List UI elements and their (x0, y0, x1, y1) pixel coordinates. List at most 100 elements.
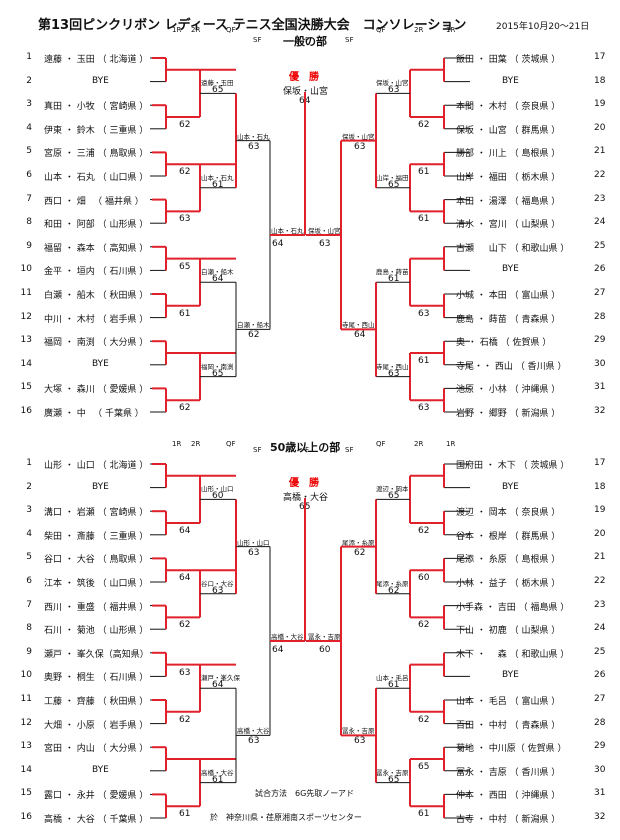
r2-winner-right: 尾添・糸原 (376, 579, 409, 588)
r2-score-left: 61 (212, 179, 224, 190)
r1-score-left: 61 (179, 809, 191, 820)
sf-score-left: 64 (272, 239, 284, 249)
player-right: 木下 ・ 森 （ 和歌山県 ） (456, 649, 570, 660)
seed-number-right: 17 (594, 52, 606, 62)
seed-number-left: 4 (26, 528, 32, 539)
venue: 於 神奈川県・荏原湘南スポーツセンター (210, 813, 362, 822)
seed-number-left: 8 (26, 217, 32, 228)
seed-number-left: 3 (26, 99, 32, 110)
player-left: BYE (92, 75, 109, 86)
r1-score-right: 62 (418, 620, 430, 631)
r2-score-right: 65 (388, 491, 400, 502)
event-date: 2015年10月20～21日 (496, 22, 590, 32)
round-label-left: QF (226, 26, 236, 34)
player-left: 真田 ・ 小牧 （ 宮崎県 ） (44, 102, 149, 113)
player-left: 大畑 ・ 小原 （ 岩手県 ） (44, 720, 149, 731)
r1-score-left: 63 (179, 667, 191, 678)
seed-number-right: 21 (594, 146, 606, 157)
seed-number-left: 15 (20, 382, 32, 393)
r1-score-left: 62 (179, 120, 191, 130)
qf-score-left: 63 (248, 736, 260, 747)
seed-number-left: 15 (20, 788, 32, 799)
player-left: 白瀬 ・ 船木 （ 秋田県 ） (44, 291, 149, 301)
seed-number-left: 11 (20, 288, 32, 298)
player-right: BYE (502, 264, 519, 275)
r1-score-right: 65 (418, 762, 430, 772)
player-right: 尾添 ・ 糸原 （ 島根県 ） (456, 555, 561, 566)
r1-score-left: 62 (179, 167, 191, 178)
seed-number-left: 5 (26, 552, 32, 563)
seed-number-left: 14 (20, 358, 32, 369)
player-left: 山本 ・ 石丸 （ 山口県 ） (44, 173, 149, 183)
player-left: 和田 ・ 阿部 （ 山形県 ） (44, 220, 149, 231)
r2-winner-left: 福岡・南渕 (201, 362, 234, 371)
section-title: 50歳以上の部 (270, 441, 341, 454)
r1-score-right: 63 (418, 308, 430, 319)
seed-number-left: 7 (26, 193, 32, 204)
r2-winner-right: 寺尾・西山 (376, 362, 409, 371)
seed-number-right: 27 (594, 288, 606, 298)
player-right: 百田 ・ 中村 （ 青森県 ） (456, 720, 561, 731)
r1-score-right: 62 (418, 120, 430, 130)
player-right: 下山 ・ 初鹿 （ 山梨県 ） (456, 626, 561, 637)
seed-number-left: 10 (20, 264, 32, 275)
seed-number-right: 21 (594, 552, 606, 563)
r1-score-left: 62 (179, 620, 191, 631)
r1-score-right: 61 (418, 809, 430, 820)
player-left: 溝口 ・ 岩瀬 （ 宮崎県 ） (44, 508, 149, 519)
qf-score-right: 63 (354, 736, 366, 747)
player-left: 西口 ・ 畑 （ 福井県 ） (44, 196, 144, 207)
seed-number-right: 24 (594, 217, 606, 228)
seed-number-left: 16 (20, 812, 32, 822)
r2-winner-left: 高橋・大谷 (201, 768, 234, 777)
seed-number-left: 9 (26, 646, 32, 657)
seed-number-left: 7 (26, 599, 32, 610)
qf-winner-right: 保坂・山宮 (342, 132, 375, 141)
r1-score-left: 63 (179, 214, 191, 225)
sf-score-right: 60 (319, 645, 331, 655)
seed-number-left: 1 (26, 458, 32, 468)
player-left: 福岡 ・ 南渕 （ 大分県 ） (44, 338, 149, 349)
r1-score-left: 64 (179, 526, 191, 536)
qf-score-right: 62 (354, 547, 366, 558)
player-right: 小城 ・ 本田 （ 富山県 ） (456, 291, 561, 301)
round-label-right: QF (376, 26, 386, 34)
sf-winner-right: 冨永・吉原 (308, 633, 341, 641)
player-right: 国府田 ・ 木下 （ 茨城県 ） (456, 461, 570, 471)
r1-score-right: 62 (418, 714, 430, 725)
seed-number-right: 25 (594, 240, 606, 251)
qf-score-left: 63 (248, 141, 260, 152)
r1-score-right: 63 (418, 403, 430, 414)
seed-number-left: 11 (20, 694, 32, 704)
player-left: 奥野 ・ 桐生 （ 石川県 ） (44, 673, 149, 684)
seed-number-left: 3 (26, 505, 32, 516)
round-label-left: 2R (191, 440, 201, 448)
qf-winner-left: 白瀬・船木 (237, 321, 270, 330)
player-left: 中川 ・ 木村 （ 岩手県 ） (44, 314, 149, 325)
seed-number-right: 27 (594, 694, 606, 704)
champion-label: 優 勝 (289, 478, 319, 489)
player-right: BYE (502, 75, 519, 86)
player-right: 山岸 ・ 福田 （ 栃木県 ） (456, 173, 561, 183)
r2-winner-left: 谷口・大谷 (201, 579, 234, 588)
seed-number-right: 20 (594, 122, 606, 133)
r2-score-right: 63 (388, 368, 400, 379)
player-left: 西川 ・ 重盛 （ 福井県 ） (44, 602, 149, 613)
qf-winner-left: 高橋・大谷 (237, 727, 270, 736)
seed-number-right: 24 (594, 623, 606, 634)
r2-winner-left: 白瀬・船木 (201, 268, 234, 277)
player-right: 古寺 ・ 中村 （ 新潟県 ） (456, 815, 561, 825)
player-left: 遠藤 ・ 玉田 （ 北海道 ） (44, 55, 149, 65)
player-right: 保坂 ・ 山宮 （ 群馬県 ） (456, 125, 561, 136)
player-right: BYE (502, 670, 519, 681)
player-left: 工藤 ・ 齊藤 （ 秋田県 ） (44, 697, 149, 707)
r1-score-right: 62 (418, 526, 430, 536)
seed-number-right: 19 (594, 99, 606, 110)
r2-winner-right: 保坂・山宮 (376, 79, 409, 88)
seed-number-left: 10 (20, 670, 32, 681)
seed-number-right: 26 (594, 264, 606, 275)
player-left: 伊東 ・ 鈴木 （ 三重県 ） (44, 125, 149, 136)
seed-number-right: 29 (594, 335, 606, 346)
qf-score-left: 63 (248, 547, 260, 558)
